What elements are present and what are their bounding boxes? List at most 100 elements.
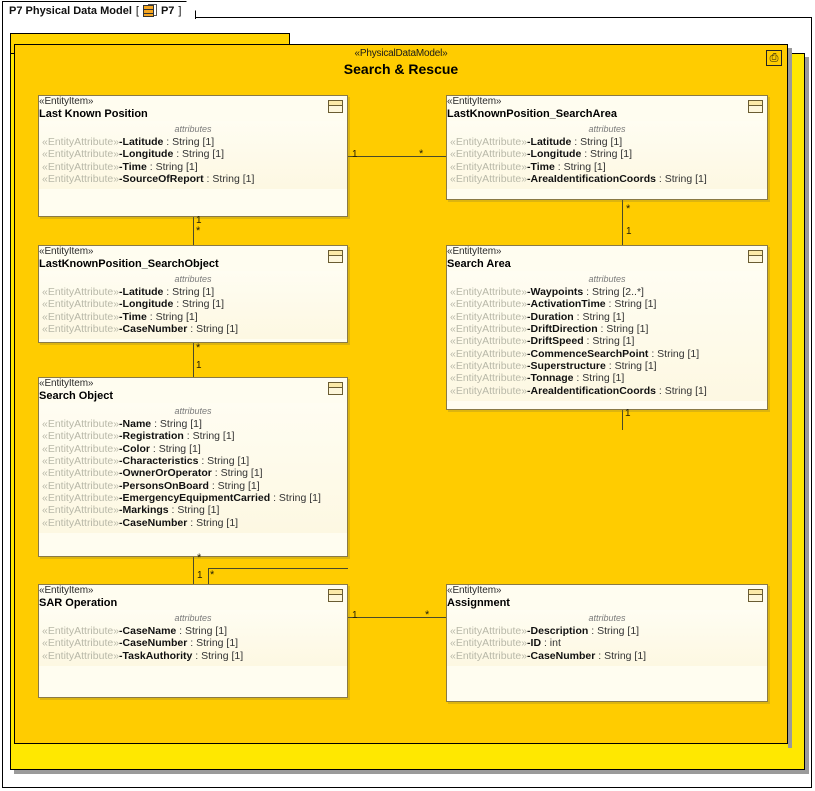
entity-stereotype: «EntityItem» [39, 246, 94, 257]
entity-item-icon [748, 589, 763, 602]
attribute-row: «EntityAttribute»-Longitude : String [1] [450, 148, 633, 161]
attributes-compartment-label: attributes [174, 613, 212, 624]
attribute-row: «EntityAttribute»-Duration : String [1] [450, 310, 625, 323]
entity-name: Assignment [447, 596, 510, 609]
attributes-compartment-label: attributes [174, 274, 212, 285]
entity-item-icon [748, 100, 763, 113]
attribute-row: «EntityAttribute»-SourceOfReport : Strin… [42, 172, 255, 185]
connector-searcharea-down[interactable] [622, 410, 623, 430]
attribute-row: «EntityAttribute»-CaseNumber : String [1… [42, 637, 239, 650]
entity-header: «EntityItem» LastKnownPosition_SearchAre… [447, 96, 767, 121]
entity-stereotype: «EntityItem» [39, 585, 94, 596]
attribute-row: «EntityAttribute»-AreaIdentificationCoor… [450, 172, 707, 185]
entity-body: attributes «EntityAttribute»-CaseName : … [39, 610, 347, 666]
entity-search-area[interactable]: «EntityItem» Search Area attributes «Ent… [446, 245, 768, 410]
mult-lkp-lkpsa-target: * [419, 148, 424, 160]
package-anchor-icon[interactable]: ⎙ [766, 50, 782, 66]
attribute-row: «EntityAttribute»-TaskAuthority : String… [42, 649, 244, 662]
mult-lkp-lkpsa-source: 1 [352, 149, 358, 160]
mult-lkp-lkpso-target: * [196, 225, 201, 237]
entity-lastknownposition-searcharea[interactable]: «EntityItem» LastKnownPosition_SearchAre… [446, 95, 768, 200]
entity-name: Last Known Position [39, 107, 148, 120]
attribute-row: «EntityAttribute»-OwnerOrOperator : Stri… [42, 467, 263, 480]
attribute-row: «EntityAttribute»-Description : String [… [450, 624, 640, 637]
attribute-row: «EntityAttribute»-Registration : String … [42, 430, 235, 443]
mult-sar-assign-source: 1 [352, 610, 358, 621]
entity-body: attributes «EntityAttribute»-Latitude : … [447, 121, 767, 190]
attribute-row: «EntityAttribute»-CommenceSearchPoint : … [450, 347, 700, 360]
connector-searchobject-branch-vert[interactable] [208, 568, 209, 588]
entity-assignment[interactable]: «EntityItem» Assignment attributes «Enti… [446, 584, 768, 702]
attribute-row: «EntityAttribute»-DriftDirection : Strin… [450, 322, 649, 335]
connector-lkp-to-lkpsearcharea[interactable] [348, 156, 448, 157]
attribute-row: «EntityAttribute»-ActivationTime : Strin… [450, 298, 657, 311]
mult-sa-assign: 1 [625, 408, 631, 419]
entity-stereotype: «EntityItem» [39, 378, 94, 389]
attribute-row: «EntityAttribute»-Superstructure : Strin… [450, 360, 657, 373]
attribute-row: «EntityAttribute»-Time : String [1] [450, 160, 606, 173]
entity-body: attributes «EntityAttribute»-Name : Stri… [39, 403, 347, 534]
connector-lkpsearcharea-to-searcharea[interactable] [622, 200, 623, 246]
entity-stereotype: «EntityItem» [447, 96, 502, 107]
attribute-row: «EntityAttribute»-Longitude : String [1] [42, 148, 225, 161]
mult-lkp-lkpso-source: 1 [196, 215, 202, 226]
attribute-row: «EntityAttribute»-Latitude : String [1] [450, 135, 623, 148]
entity-search-object[interactable]: «EntityItem» Search Object attributes «E… [38, 377, 348, 557]
entity-item-icon [328, 589, 343, 602]
attribute-row: «EntityAttribute»-Name : String [1] [42, 417, 202, 430]
mult-lkpso-so-source: * [196, 342, 201, 354]
attribute-row: «EntityAttribute»-Latitude : String [1] [42, 135, 215, 148]
bracket-close: ] [178, 4, 182, 17]
attribute-row: «EntityAttribute»-Tonnage : String [1] [450, 372, 625, 385]
data-model-icon [142, 3, 157, 18]
entity-body: attributes «EntityAttribute»-Latitude : … [39, 271, 347, 340]
entity-name: Search Area [447, 257, 511, 270]
diagram-subtitle: P7 [160, 4, 175, 17]
attribute-row: «EntityAttribute»-ID : int [450, 637, 561, 650]
attributes-compartment-label: attributes [174, 406, 212, 417]
mult-lkpsa-sa-source: * [626, 203, 631, 215]
entity-name: Search Object [39, 389, 113, 402]
entity-header: «EntityItem» SAR Operation [39, 585, 347, 610]
connector-lkp-to-lkpsearchobject[interactable] [193, 216, 194, 246]
attribute-row: «EntityAttribute»-CaseNumber : String [1… [42, 322, 239, 335]
entity-header: «EntityItem» LastKnownPosition_SearchObj… [39, 246, 347, 271]
entity-header: «EntityItem» Search Object [39, 378, 347, 403]
attribute-row: «EntityAttribute»-PersonsOnBoard : Strin… [42, 479, 260, 492]
mult-sar-assign-target: * [425, 609, 430, 621]
attribute-row: «EntityAttribute»-EmergencyEquipmentCarr… [42, 492, 321, 505]
entity-header: «EntityItem» Assignment [447, 585, 767, 610]
attribute-row: «EntityAttribute»-Markings : String [1] [42, 504, 220, 517]
mult-so-sar-target: 1 [197, 570, 203, 581]
package-stereotype: «PhysicalDataModel» [354, 48, 448, 59]
attribute-row: «EntityAttribute»-Time : String [1] [42, 160, 198, 173]
mult-lkpso-so-target: 1 [196, 360, 202, 371]
attribute-row: «EntityAttribute»-DriftSpeed : String [1… [450, 335, 635, 348]
attribute-row: «EntityAttribute»-Characteristics : Stri… [42, 454, 250, 467]
mult-so-sar-source: * [197, 552, 202, 564]
entity-name: LastKnownPosition_SearchObject [39, 257, 219, 270]
diagram-title-tab[interactable]: P7 Physical Data Model [ P7 ] [2, 1, 197, 19]
attributes-compartment-label: attributes [588, 613, 626, 624]
entity-body: attributes «EntityAttribute»-Waypoints :… [447, 271, 767, 402]
connector-searchobject-to-saroperation[interactable] [193, 556, 194, 584]
mult-so-branch-star: * [210, 569, 215, 581]
connector-searchobject-branch-horiz[interactable] [208, 568, 348, 569]
entity-sar-operation[interactable]: «EntityItem» SAR Operation attributes «E… [38, 584, 348, 698]
entity-stereotype: «EntityItem» [447, 585, 502, 596]
attributes-compartment-label: attributes [588, 274, 626, 285]
entity-last-known-position[interactable]: «EntityItem» Last Known Position attribu… [38, 95, 348, 217]
connector-saroperation-to-assignment[interactable] [348, 617, 448, 618]
entity-lastknownposition-searchobject[interactable]: «EntityItem» LastKnownPosition_SearchObj… [38, 245, 348, 343]
diagram-title: P7 Physical Data Model [9, 4, 132, 17]
entity-header: «EntityItem» Last Known Position [39, 96, 347, 121]
entity-item-icon [328, 100, 343, 113]
entity-item-icon [328, 382, 343, 395]
connector-lkpsearchobject-to-searchobject[interactable] [193, 342, 194, 378]
package-name: Search & Rescue [343, 60, 459, 77]
entity-stereotype: «EntityItem» [447, 246, 502, 257]
bracket-open: [ [135, 4, 139, 17]
attributes-compartment-label: attributes [174, 124, 212, 135]
attribute-row: «EntityAttribute»-Color : String [1] [42, 442, 201, 455]
